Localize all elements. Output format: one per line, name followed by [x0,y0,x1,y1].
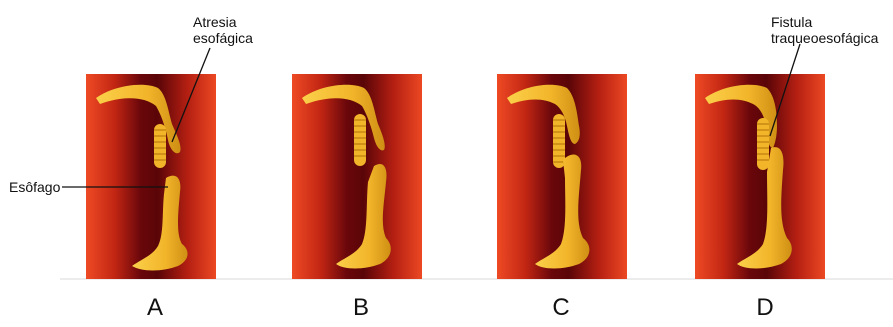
panel-a-background [86,74,216,279]
panel-letter-d: D [745,294,785,322]
panel-b [292,74,422,279]
panel-a [86,74,216,279]
panel-a-trachea [154,124,166,168]
panel-b-background [292,74,422,279]
atresia-label: Atresia esofágica [193,14,253,46]
panel-letter-c: C [541,294,581,322]
fistula-label: Fistula traqueoesofágica [771,14,878,46]
panel-b-trachea [354,114,366,166]
panel-d-trachea [757,118,769,170]
panel-letter-a: A [135,294,175,322]
esofago-label: Esôfago [9,179,60,195]
panel-d [695,74,825,279]
panel-letter-b: B [341,294,381,322]
panel-c [497,74,627,279]
